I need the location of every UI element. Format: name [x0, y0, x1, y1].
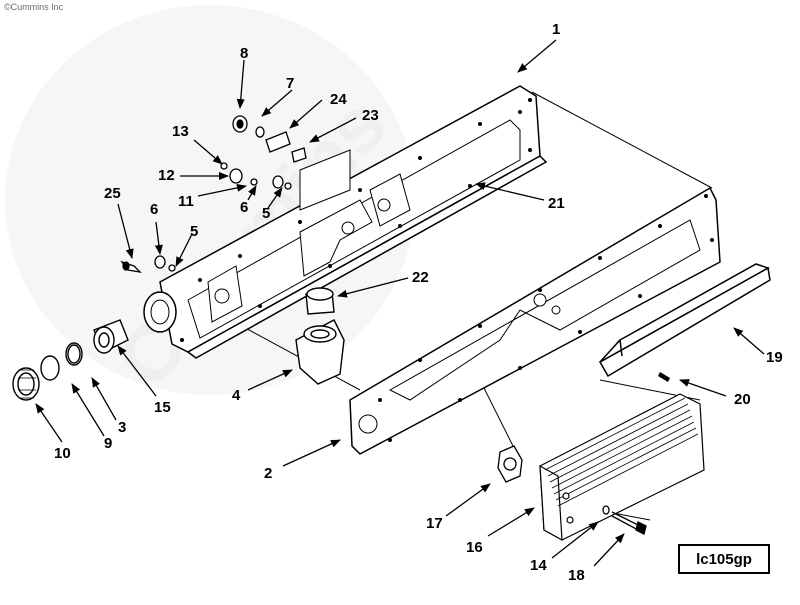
- callout-4: 4: [232, 387, 241, 404]
- callout-9: 9: [104, 435, 112, 452]
- callout-10: 10: [54, 445, 71, 462]
- callout-7: 7: [286, 75, 294, 92]
- housing-bolt-holes: [180, 98, 532, 342]
- callout-1: 1: [552, 21, 560, 38]
- end-components: [12, 319, 129, 401]
- callout-22: 22: [412, 269, 429, 286]
- callout-arrows: [35, 39, 765, 567]
- callout-11: 11: [178, 193, 194, 210]
- bolt-and-washer: [602, 505, 647, 535]
- gasket: [349, 186, 721, 455]
- cooler-core: [539, 393, 705, 542]
- callout-5-lower: 5: [190, 223, 198, 240]
- callout-24: 24: [330, 91, 347, 108]
- callout-21: 21: [548, 195, 565, 212]
- thermostat-parts: [295, 287, 345, 385]
- small-gasket: [497, 445, 523, 483]
- gasket-bolt-holes: [378, 194, 714, 442]
- callout-12: 12: [158, 167, 175, 184]
- callout-2: 2: [264, 465, 272, 482]
- callout-13: 13: [172, 123, 189, 140]
- callout-labels: 1 2 3 4 5 5 6 6 7 8 9 10 11 12 13 14 15 …: [54, 21, 783, 584]
- fittings: [120, 115, 307, 273]
- copyright-notice: ©Cummins Inc: [4, 2, 64, 12]
- callout-14: 14: [530, 557, 547, 574]
- callout-15: 15: [154, 399, 171, 416]
- callout-23: 23: [362, 107, 379, 124]
- callout-5-upper: 5: [262, 205, 270, 222]
- callout-6-lower: 6: [150, 201, 158, 218]
- callout-25: 25: [104, 185, 121, 202]
- callout-19: 19: [766, 349, 783, 366]
- drawing-code: lc105gp: [696, 550, 752, 568]
- callout-16: 16: [466, 539, 483, 556]
- oil-cooler-housing: [143, 85, 548, 359]
- baffle-plate: [598, 263, 771, 378]
- callout-18: 18: [568, 567, 585, 584]
- drawing-code-box: lc105gp: [678, 544, 770, 574]
- callout-17: 17: [426, 515, 443, 532]
- callout-20: 20: [734, 391, 751, 408]
- screw: [658, 372, 670, 382]
- callout-6-upper: 6: [240, 199, 248, 216]
- callout-8: 8: [240, 45, 248, 62]
- callout-3: 3: [118, 419, 126, 436]
